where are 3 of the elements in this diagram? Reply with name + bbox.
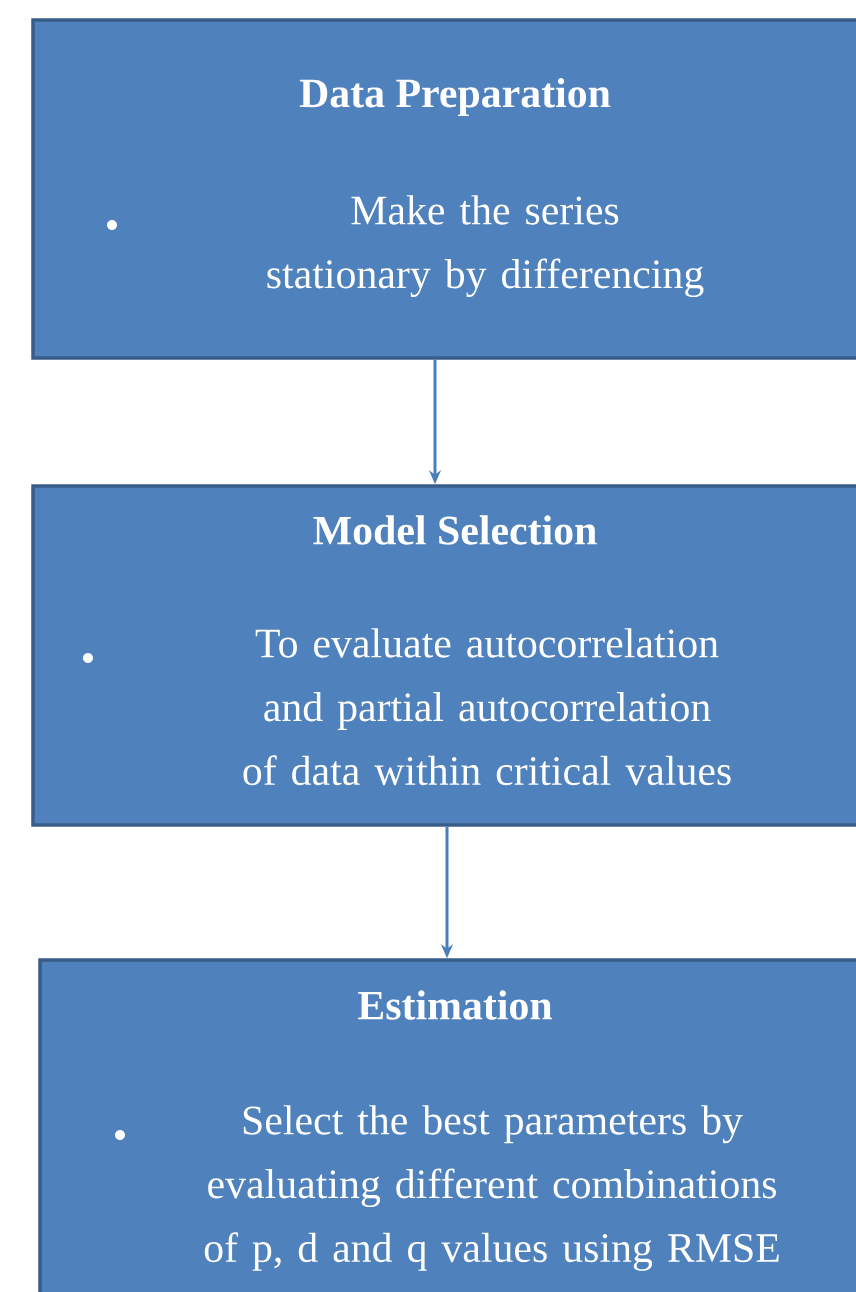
process-box: Data Preparation Make the series stationary by differencing — [31, 18, 856, 360]
process-box: Estimation Select the best parameters by evaluating different combinations of p, d and q values using RMSE — [38, 958, 856, 1292]
process-box: Model Selection To evaluate autocorrelation and partial autocorrelation of data within critical values — [31, 484, 856, 827]
